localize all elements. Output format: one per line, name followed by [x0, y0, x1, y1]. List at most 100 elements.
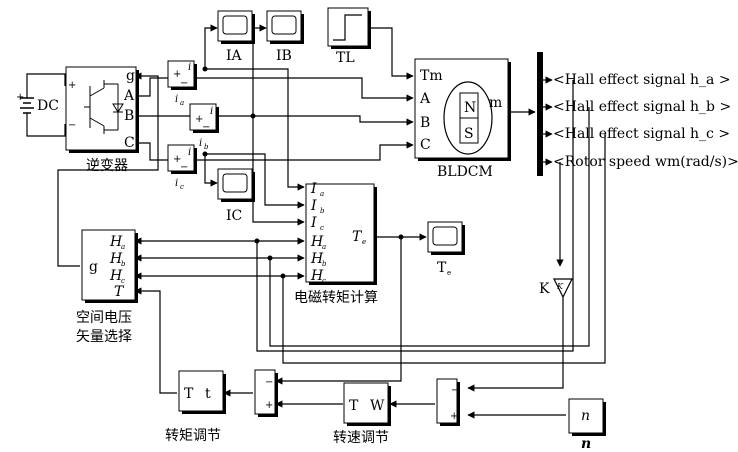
sensor-a-caption: i [175, 94, 178, 105]
motor-port-a: A [419, 91, 431, 107]
inverter-port-a: A [123, 88, 135, 104]
inverter-minus: − [68, 120, 76, 131]
speed-sum-block[interactable]: − + [436, 378, 460, 426]
speed-ref-block[interactable]: n n [568, 398, 606, 452]
inverter-plus: + [68, 80, 76, 91]
wire-hb [134, 107, 590, 347]
svg-text:c: c [322, 277, 326, 285]
torque-calc-label: 电磁转矩计算 [294, 290, 378, 306]
wire-b-motor [216, 115, 414, 126]
bus-signal-speed: <Rotor speed wm(rad/s)> [553, 154, 738, 170]
inverter-block[interactable]: + − g A B C 逆变器 [65, 66, 139, 174]
sensor-a-sub: a [180, 99, 184, 107]
wire-ib-calc [252, 116, 305, 226]
wire-ic-calc [205, 153, 305, 209]
svg-text:H: H [310, 234, 324, 250]
tl-label: TL [336, 50, 355, 66]
sensor-c-sub: c [180, 183, 184, 191]
wire-dc-plus [26, 73, 66, 88]
inverter-port-b: B [124, 108, 134, 124]
sensor-c-caption: i [175, 178, 178, 189]
sensor-b-minus: − [202, 122, 210, 133]
scope-icon [432, 226, 458, 246]
scope-icon [222, 173, 248, 193]
wire-a-motor [194, 77, 414, 102]
svg-text:H: H [310, 268, 324, 284]
svg-text:b: b [322, 260, 327, 268]
current-sensor-a[interactable]: + − i i a [167, 60, 197, 107]
wire-hc [134, 134, 606, 364]
torque-reg-out: t [205, 386, 211, 402]
bldcm-motor[interactable]: Tm A B C m N S BLDCM [414, 58, 511, 180]
speed-reg-out: W [370, 398, 385, 414]
svg-text:I: I [310, 215, 317, 231]
tl-step-block[interactable]: TL [327, 7, 371, 66]
gain-label: K [539, 281, 550, 297]
svg-text:a: a [121, 243, 125, 251]
scope-ia-label: IA [226, 48, 243, 64]
sensor-a-minus: − [180, 78, 188, 89]
vector-select-inputs: Ha Hb Hc T [109, 234, 126, 300]
svg-text:I: I [310, 181, 317, 197]
wires [26, 24, 606, 419]
sensor-b-sub: b [204, 143, 209, 151]
torque-sum-block[interactable]: − + [254, 369, 278, 417]
gain-block[interactable]: K K [539, 278, 573, 299]
speed-reg-label: 转速调节 [333, 430, 389, 446]
motor-port-m: m [489, 95, 502, 111]
wire-dc-minus [26, 118, 66, 137]
svg-text:c: c [320, 224, 324, 232]
svg-text:b: b [320, 207, 325, 215]
current-sensor-c[interactable]: + − i i c [167, 144, 197, 191]
current-sensor-b[interactable]: + − i i b [189, 103, 219, 151]
dc-source[interactable]: + DC [16, 88, 59, 118]
torque-reg-in: T [184, 386, 194, 402]
gain-inner: K [556, 282, 564, 291]
torque-sum-plus: + [265, 400, 273, 411]
scope-ia[interactable]: IA [217, 10, 255, 64]
wire-c-motor [194, 141, 414, 161]
vector-select-out-g: g [89, 259, 98, 275]
sensor-b-caption: i [199, 138, 202, 149]
scope-ib-label: IB [276, 48, 292, 64]
sensor-c-port: i [188, 147, 191, 158]
svg-text:a: a [322, 243, 326, 251]
svg-text:c: c [121, 277, 125, 285]
svg-text:I: I [310, 198, 317, 214]
wire-ia-calc [205, 68, 305, 191]
svg-text:H: H [109, 268, 123, 284]
wire-ha [134, 80, 574, 352]
sensor-c-minus: − [180, 162, 188, 173]
step-icon [333, 14, 362, 41]
sensor-c-plus: + [173, 154, 181, 165]
torque-calc-output: T [352, 229, 363, 245]
torque-reg-label: 转矩调节 [165, 428, 221, 444]
vector-select-block[interactable]: g Ha Hb Hc T 空间电压 矢量选择 [76, 229, 138, 345]
wire-vs-inv-g [57, 72, 159, 267]
motor-port-b: B [420, 115, 430, 131]
vector-select-label-1: 空间电压 [76, 310, 132, 326]
svg-text:H: H [109, 234, 123, 250]
torque-reg-block[interactable]: T t 转矩调节 [165, 370, 226, 444]
igbt-icon [84, 80, 124, 134]
bus-selector[interactable]: <Hall effect signal h_a > <Hall effect s… [537, 52, 738, 176]
motor-port-tm: Tm [420, 68, 443, 84]
speed-ref-label: n [581, 436, 591, 452]
pole-n: N [464, 100, 476, 116]
speed-reg-block[interactable]: T W 转速调节 [333, 382, 391, 446]
vector-select-label-2: 矢量选择 [76, 329, 132, 345]
bus-signal-hb: <Hall effect signal h_b > [553, 99, 731, 115]
svg-text:H: H [310, 251, 324, 267]
svg-text:H: H [109, 251, 123, 267]
scope-ib[interactable]: IB [266, 10, 304, 64]
wire-te-sum [275, 237, 402, 385]
sensor-b-port: i [210, 106, 213, 117]
scope-te[interactable]: T e [427, 221, 465, 277]
scope-ic[interactable]: IC [217, 168, 255, 224]
wire-tl-motor [370, 27, 414, 80]
scope-icon [222, 15, 248, 35]
scope-ic-label: IC [226, 208, 242, 224]
